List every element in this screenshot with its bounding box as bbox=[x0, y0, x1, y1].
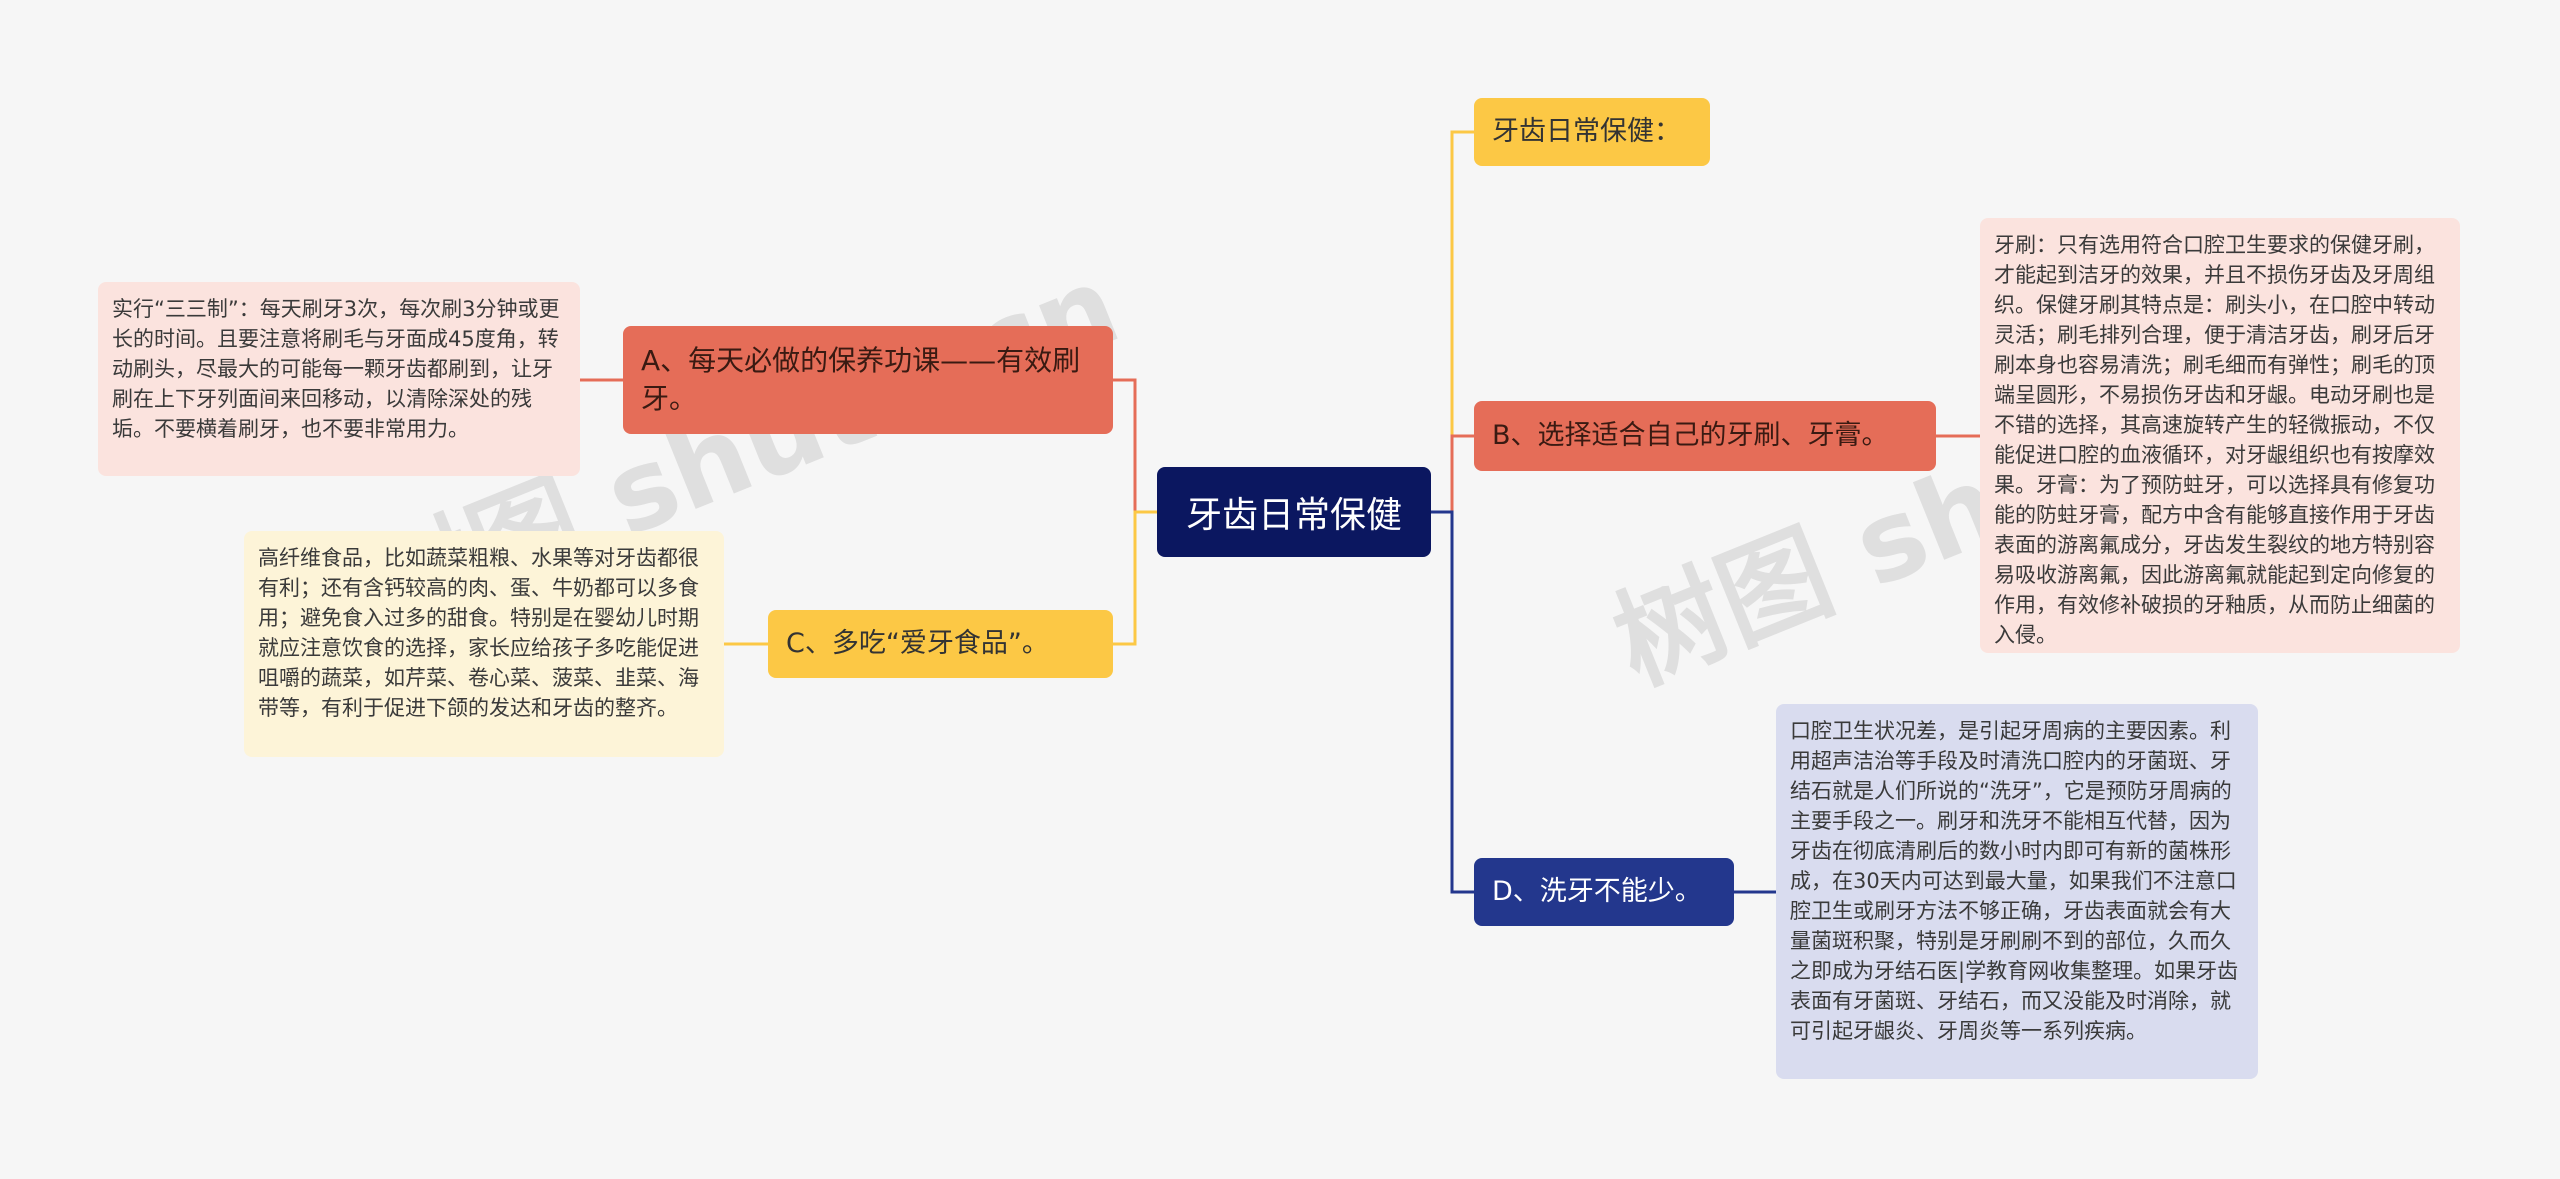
branch-node-c[interactable]: C、多吃“爱牙食品”。 bbox=[768, 610, 1113, 678]
leaf-node-b[interactable]: 牙刷：只有选用符合口腔卫生要求的保健牙刷，才能起到洁牙的效果，并且不损伤牙齿及牙… bbox=[1980, 218, 2460, 653]
link-root-a bbox=[1113, 378, 1157, 514]
link-root-d bbox=[1431, 510, 1474, 894]
root-node[interactable]: 牙齿日常保健 bbox=[1157, 467, 1431, 557]
branch-node-d[interactable]: D、洗牙不能少。 bbox=[1474, 858, 1734, 926]
branch-c-label: C、多吃“爱牙食品”。 bbox=[786, 628, 1049, 659]
leaf-a-text: 实行“三三制”：每天刷牙3次，每次刷3分钟或更长的时间。且要注意将刷毛与牙面成4… bbox=[112, 297, 560, 441]
leaf-node-a[interactable]: 实行“三三制”：每天刷牙3次，每次刷3分钟或更长的时间。且要注意将刷毛与牙面成4… bbox=[98, 282, 580, 476]
branch-node-top[interactable]: 牙齿日常保健： bbox=[1474, 98, 1710, 166]
link-root-c bbox=[1113, 510, 1157, 646]
leaf-node-d[interactable]: 口腔卫生状况差，是引起牙周病的主要因素。利用超声洁治等手段及时清洗口腔内的牙菌斑… bbox=[1776, 704, 2258, 1079]
branch-node-b[interactable]: B、选择适合自己的牙刷、牙膏。 bbox=[1474, 401, 1936, 471]
branch-top-label: 牙齿日常保健： bbox=[1492, 116, 1681, 147]
branch-a-label: A、每天必做的保养功课——有效刷牙。 bbox=[641, 344, 1081, 415]
link-root-b bbox=[1431, 434, 1474, 514]
leaf-node-c[interactable]: 高纤维食品，比如蔬菜粗粮、水果等对牙齿都很有利；还有含钙较高的肉、蛋、牛奶都可以… bbox=[244, 531, 724, 757]
leaf-d-text: 口腔卫生状况差，是引起牙周病的主要因素。利用超声洁治等手段及时清洗口腔内的牙菌斑… bbox=[1790, 719, 2239, 1043]
branch-d-label: D、洗牙不能少。 bbox=[1492, 876, 1702, 907]
branch-b-label: B、选择适合自己的牙刷、牙膏。 bbox=[1492, 420, 1889, 451]
branch-node-a[interactable]: A、每天必做的保养功课——有效刷牙。 bbox=[623, 326, 1113, 434]
leaf-c-text: 高纤维食品，比如蔬菜粗粮、水果等对牙齿都很有利；还有含钙较高的肉、蛋、牛奶都可以… bbox=[258, 546, 699, 720]
root-label: 牙齿日常保健 bbox=[1185, 495, 1402, 536]
leaf-b-text: 牙刷：只有选用符合口腔卫生要求的保健牙刷，才能起到洁牙的效果，并且不损伤牙齿及牙… bbox=[1994, 233, 2435, 647]
